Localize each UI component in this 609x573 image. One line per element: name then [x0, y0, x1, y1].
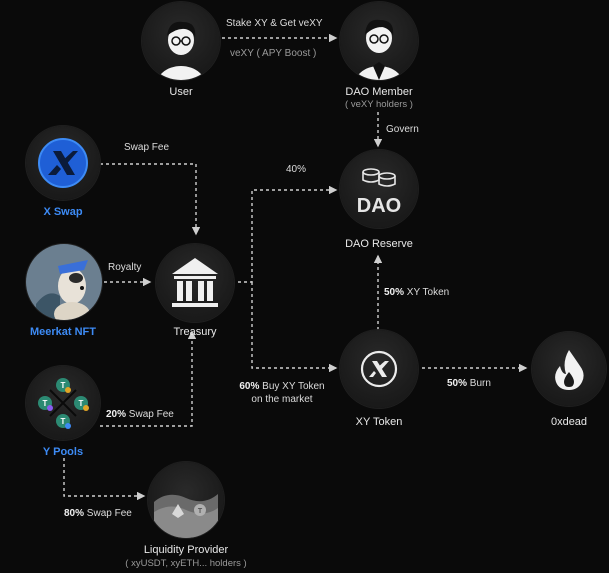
dao-logo-text: DAO: [357, 195, 401, 217]
dao-reserve-logo: DAO: [340, 150, 418, 228]
edge-label-reserve-pct: 50%: [384, 287, 405, 298]
edge-treasury-to-xy-token: [251, 282, 338, 373]
user-label: User: [169, 86, 193, 98]
fire-icon: [555, 350, 584, 390]
dead-address-label: 0xdead: [550, 416, 588, 428]
user-avatar: [142, 2, 220, 80]
edge-label-buy: 60% Buy XY Token on the market: [239, 380, 324, 406]
edge-label-reserve-text: XY Token: [406, 287, 450, 298]
edge-label-burn-pct: 50%: [447, 378, 468, 389]
svg-text:T: T: [198, 508, 203, 515]
treasury-logo: [156, 244, 234, 322]
edge-label-boost: veXY ( APY Boost ): [230, 48, 317, 59]
edge-label-ypools-fee: 20% Swap Fee: [106, 409, 174, 420]
meerkat-nft-avatar: [26, 244, 102, 320]
dead-address-logo: [532, 332, 606, 406]
svg-text:T: T: [61, 417, 66, 426]
xy-token-logo: [340, 330, 418, 408]
dao-member-label: DAO Member: [345, 86, 413, 98]
dao-member-avatar: [340, 2, 418, 80]
meerkat-nft-label: Meerkat NFT: [29, 326, 97, 338]
bank-icon: [172, 258, 218, 307]
edge-treasury-to-dao-reserve: [238, 185, 338, 283]
edge-label-swap-fee: Swap Fee: [124, 142, 170, 153]
edge-label-lp-fee-pct: 80%: [64, 508, 85, 519]
svg-text:T: T: [43, 399, 48, 408]
edge-label-royalty: Royalty: [108, 262, 142, 273]
edge-label-forty: 40%: [286, 164, 307, 175]
liquidity-provider-sublabel: ( xyUSDT, xyETH... holders ): [125, 558, 247, 569]
edge-label-buy-text-2: on the market: [251, 394, 313, 405]
edge-label-lp-fee: 80% Swap Fee: [64, 508, 132, 519]
edge-xswap-to-treasury: [100, 163, 201, 236]
edge-label-burn-text: Burn: [469, 378, 491, 389]
edge-ypools-to-liquidity-provider: [63, 458, 146, 501]
edge-label-ypools-fee-pct: 20%: [106, 409, 127, 420]
treasury-label: Treasury: [173, 326, 217, 338]
x-swap-label: X Swap: [43, 206, 83, 218]
edge-label-ypools-fee-text: Swap Fee: [128, 409, 174, 420]
dao-member-sublabel: ( veXY holders ): [345, 99, 413, 110]
dao-reserve-label: DAO Reserve: [345, 238, 413, 250]
edge-label-buy-text: Buy XY Token: [262, 381, 325, 392]
edge-label-burn: 50% Burn: [447, 378, 491, 389]
edge-label-govern: Govern: [386, 124, 419, 135]
edge-label-lp-fee-text: Swap Fee: [86, 508, 132, 519]
svg-text:T: T: [79, 399, 84, 408]
edge-label-buy-pct: 60%: [239, 381, 260, 392]
liquidity-provider-logo: T: [148, 462, 224, 538]
x-swap-logo: [26, 126, 100, 200]
xy-token-label: XY Token: [355, 416, 403, 428]
y-pools-label: Y Pools: [42, 446, 84, 458]
y-pools-logo: T T T T: [26, 366, 100, 440]
svg-text:T: T: [61, 381, 66, 390]
edge-label-reserve-xy: 50% XY Token: [384, 287, 449, 298]
edge-ypools-to-treasury: [100, 330, 197, 427]
liquidity-provider-label: Liquidity Provider: [143, 544, 229, 556]
edge-label-stake: Stake XY & Get veXY: [226, 18, 323, 29]
